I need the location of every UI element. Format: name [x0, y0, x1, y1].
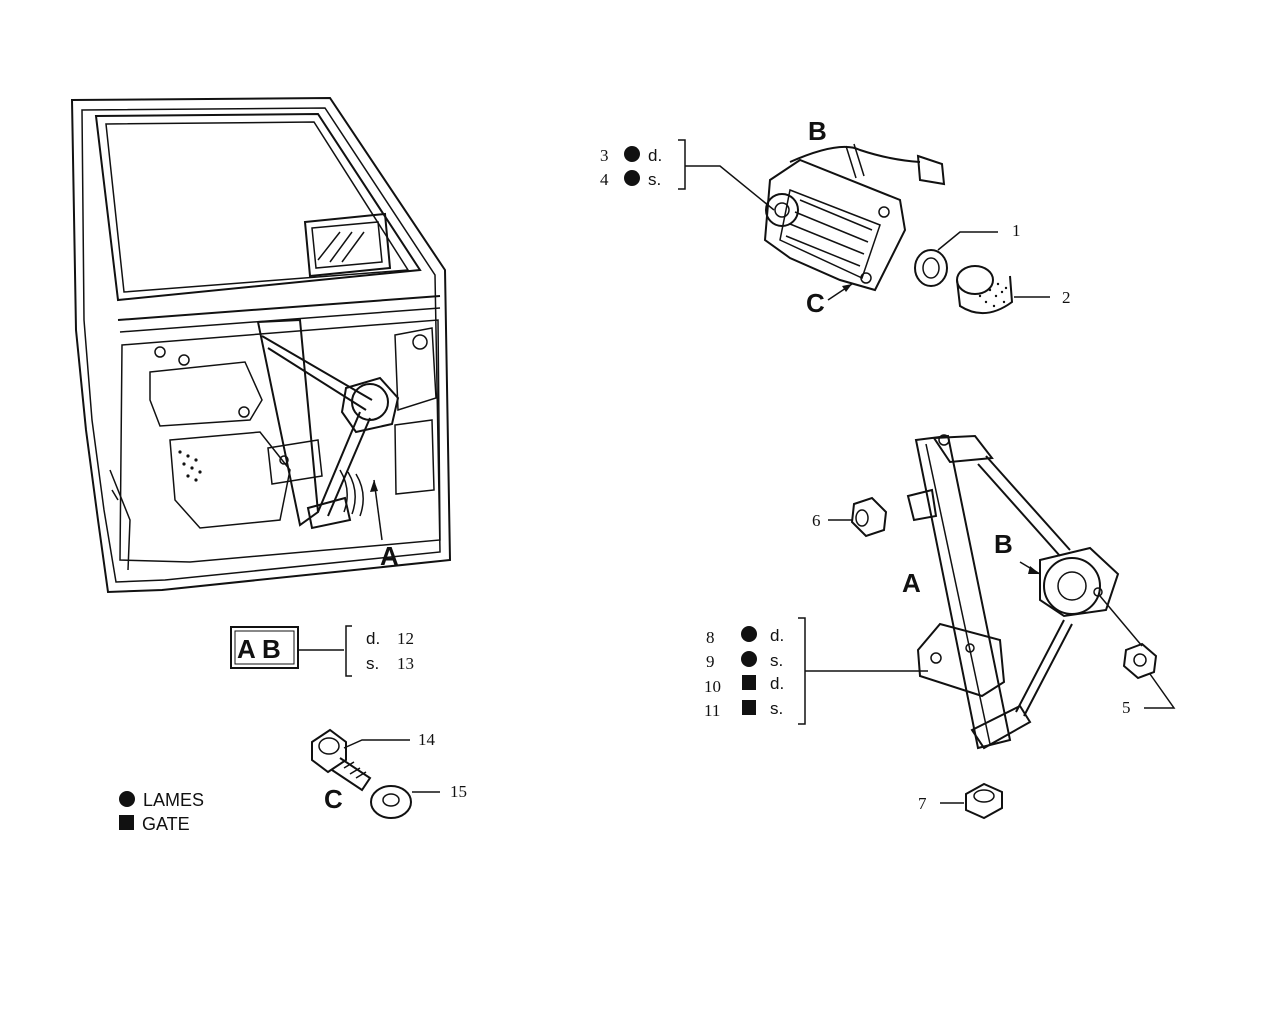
- regulator-illustration: [906, 434, 1120, 750]
- callout-10: 10: [704, 677, 721, 696]
- callout-11: 11: [704, 701, 720, 720]
- callout-12: 12: [397, 629, 414, 648]
- part-2-sleeve: [956, 265, 1014, 314]
- side-s-11: s.: [770, 699, 783, 718]
- callout-8: 8: [706, 628, 715, 647]
- callout-5: 5: [1122, 698, 1131, 717]
- part-1-grommet: [914, 249, 948, 287]
- label-a-door: A: [380, 541, 399, 571]
- motor-illustration: [763, 143, 946, 292]
- marker-square-10: [742, 675, 756, 690]
- part-6-nut: [850, 496, 888, 538]
- callout-4: 4: [600, 170, 609, 189]
- bolt-illustration: [311, 728, 372, 792]
- door-illustration: [70, 96, 452, 594]
- callout-14: 14: [418, 730, 436, 749]
- ab-code-box: [230, 626, 299, 669]
- legend-square-marker: [119, 815, 134, 830]
- marker-circle-4: [624, 170, 640, 186]
- callout-9: 9: [706, 652, 715, 671]
- callout-7: 7: [918, 794, 927, 813]
- callout-2: 2: [1062, 288, 1071, 307]
- marker-circle-9: [741, 651, 757, 667]
- callout-3: 3: [600, 146, 609, 165]
- callout-15: 15: [450, 782, 467, 801]
- part-5-nut: [1122, 642, 1158, 680]
- part-7-nut: [965, 782, 1003, 820]
- legend-gate: GATE: [142, 814, 190, 834]
- label-ab: A B: [237, 634, 281, 664]
- callout-1: 1: [1012, 221, 1021, 240]
- side-d-3: d.: [648, 146, 662, 165]
- legend-circle-marker: [119, 791, 135, 807]
- label-b-motor: B: [808, 116, 827, 146]
- side-d-8: d.: [770, 626, 784, 645]
- callout-6: 6: [812, 511, 821, 530]
- label-c-motor: C: [806, 288, 825, 318]
- bracket-8-11: [798, 617, 806, 725]
- label-c-bolt: C: [324, 784, 343, 814]
- washer-illustration: [370, 785, 412, 819]
- callout-13: 13: [397, 654, 414, 673]
- legend-lames: LAMES: [143, 790, 204, 810]
- side-s-13: s.: [366, 654, 379, 673]
- bracket-3-4: [678, 139, 686, 190]
- bracket-ab: [345, 625, 352, 677]
- marker-circle-3: [624, 146, 640, 162]
- side-d-10: d.: [770, 674, 784, 693]
- side-s-9: s.: [770, 651, 783, 670]
- side-d-12: d.: [366, 629, 380, 648]
- marker-circle-8: [741, 626, 757, 642]
- label-a-regulator: A: [902, 568, 921, 598]
- label-b-regulator: B: [994, 529, 1013, 559]
- side-s-4: s.: [648, 170, 661, 189]
- marker-square-11: [742, 700, 756, 715]
